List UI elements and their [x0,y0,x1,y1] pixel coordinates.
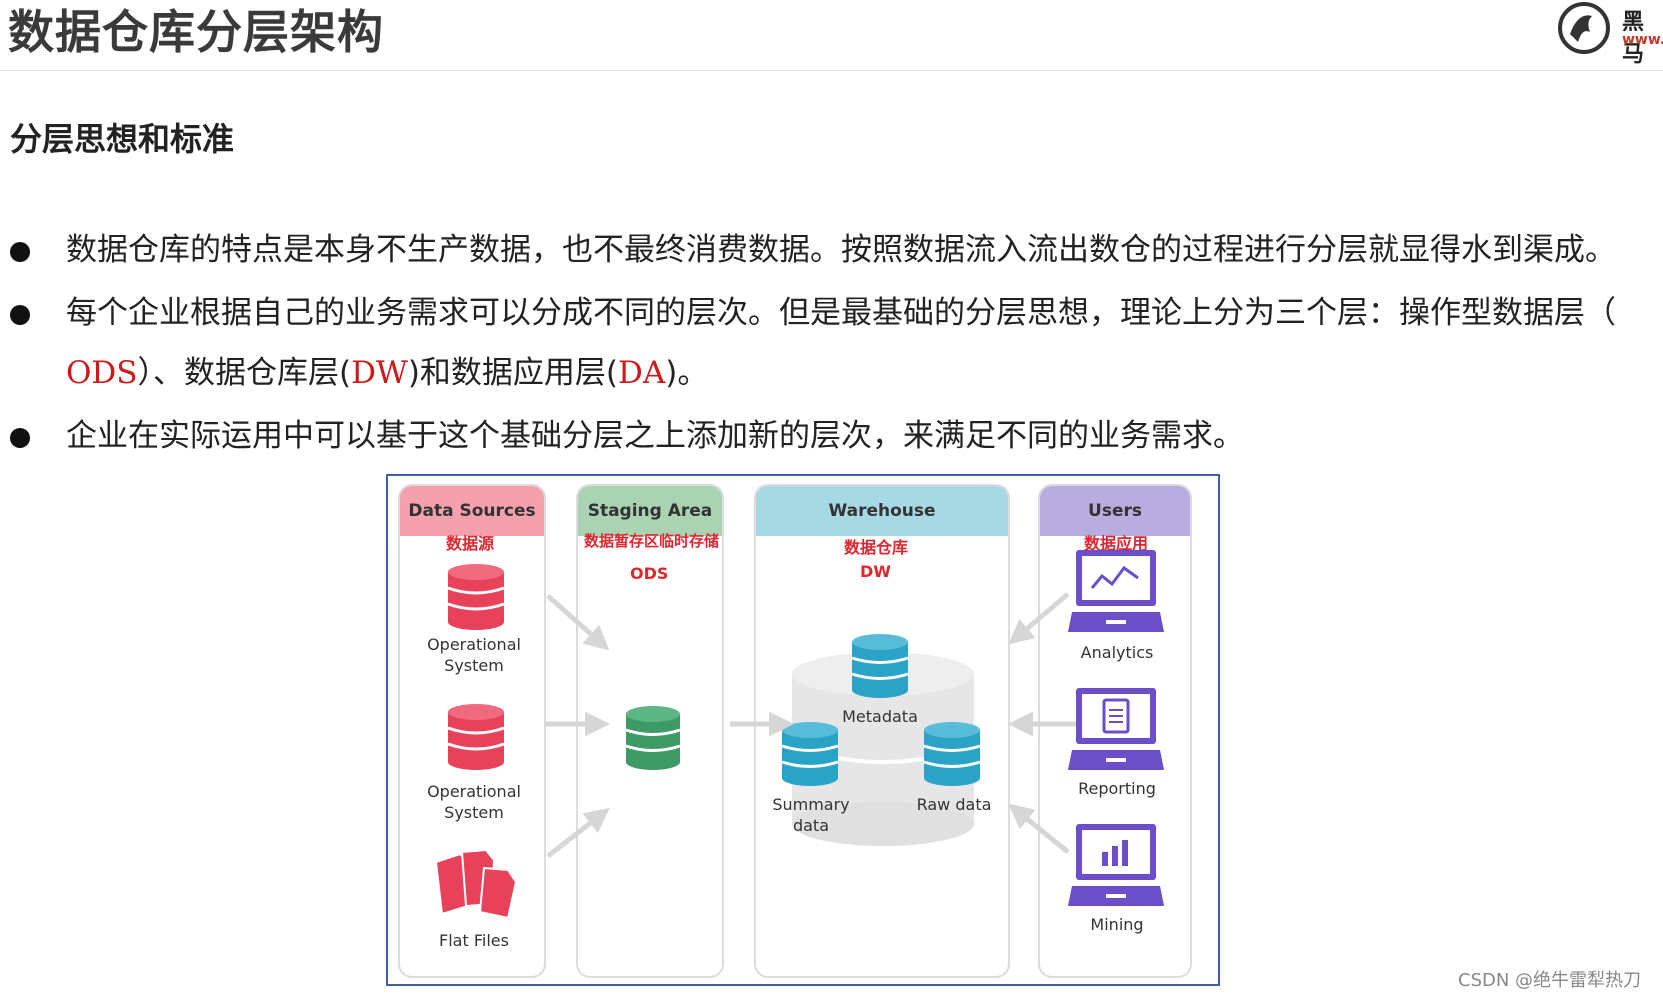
architecture-diagram: Data Sources 数据源 Operational System Oper… [386,474,1220,986]
analytics-laptop-icon [1068,550,1164,632]
mining-label: Mining [1090,915,1144,934]
label-text: Operational System [427,635,521,675]
column-header: Data Sources [400,486,544,536]
arrow-icon [1008,803,1070,854]
metadata-database-icon [851,634,909,698]
bullet-text-2b: ODS）、数据仓库层(DW)和数据应用层(DA)。 [66,353,708,393]
mining-laptop-icon [1068,824,1164,906]
arrow-icon [546,807,610,858]
column-data-sources: Data Sources 数据源 Operational System Oper… [398,484,546,978]
cn-label: 数据应用 [1084,534,1149,553]
brand-url: www.i [1622,32,1663,48]
bullet-text-2a: 每个企业根据自己的业务需求可以分成不同的层次。但是最基础的分层思想，理论上分为三… [66,295,1616,331]
label-text: Summary data [772,795,850,835]
reporting-label: Reporting [1078,779,1156,798]
operational-system-label: Operational System [400,634,544,676]
raw-data-label: Raw data [916,795,992,814]
column-header: Staging Area [578,486,722,536]
bullet-text-2b-part: )和数据应用层( [407,355,619,391]
column-header: Warehouse [756,486,1008,536]
ods-term: ODS [66,355,138,391]
brand-logo-icon [1558,2,1610,54]
bullet-text-2b-part: )。 [665,355,709,391]
metadata-label: Metadata [842,707,918,726]
raw-database-icon [923,722,981,786]
bullet-text-3: 企业在实际运用中可以基于这个基础分层之上添加新的层次，来满足不同的业务需求。 [66,418,1244,454]
analytics-label: Analytics [1080,643,1154,662]
bullet-dot [10,428,30,448]
bullet-text-1: 数据仓库的特点是本身不生产数据，也不最终消费数据。按照数据流入流出数仓的过程进行… [66,232,1616,268]
label-text: Operational System [427,782,521,822]
bullet-dot [10,305,30,325]
column-warehouse: Warehouse 数据仓库 DW Metadata Summary data [754,484,1010,978]
bullet-text-2b-part: ）、数据仓库层( [137,355,352,391]
summary-database-icon [781,722,839,786]
flow-arrows [544,592,1076,858]
da-term: DA [618,355,666,391]
bullet-dot [10,242,30,262]
cn-label: 数据源 [446,534,495,553]
section-subtitle: 分层思想和标准 [10,120,235,158]
database-icon [625,706,681,770]
ods-label: ODS [630,564,669,583]
flat-files-icon [434,848,518,920]
column-header: Users [1040,486,1190,536]
summary-data-label: Summary data [756,794,866,836]
dw-label: DW [860,562,891,581]
title-divider [0,70,1663,71]
operational-system-label: Operational System [400,781,544,823]
column-users: Users 数据应用 DA Analytics Reporting [1038,484,1192,978]
reporting-laptop-icon [1068,688,1164,770]
arrow-icon [546,594,610,651]
database-icon [447,564,505,630]
page-title: 数据仓库分层架构 [8,5,384,59]
flat-files-label: Flat Files [439,931,509,950]
cn-label: 数据仓库 [844,538,909,557]
column-staging-area: Staging Area 数据暂存区临时存储 ODS [576,484,724,978]
cn-label: 数据暂存区临时存储 [584,532,720,550]
watermark: CSDN @绝牛雷犁热刀 [1458,970,1642,991]
brand-name: 黑马 [1622,10,1645,67]
dw-term: DW [351,355,408,391]
database-icon [447,704,505,770]
arrow-icon [1008,592,1070,645]
